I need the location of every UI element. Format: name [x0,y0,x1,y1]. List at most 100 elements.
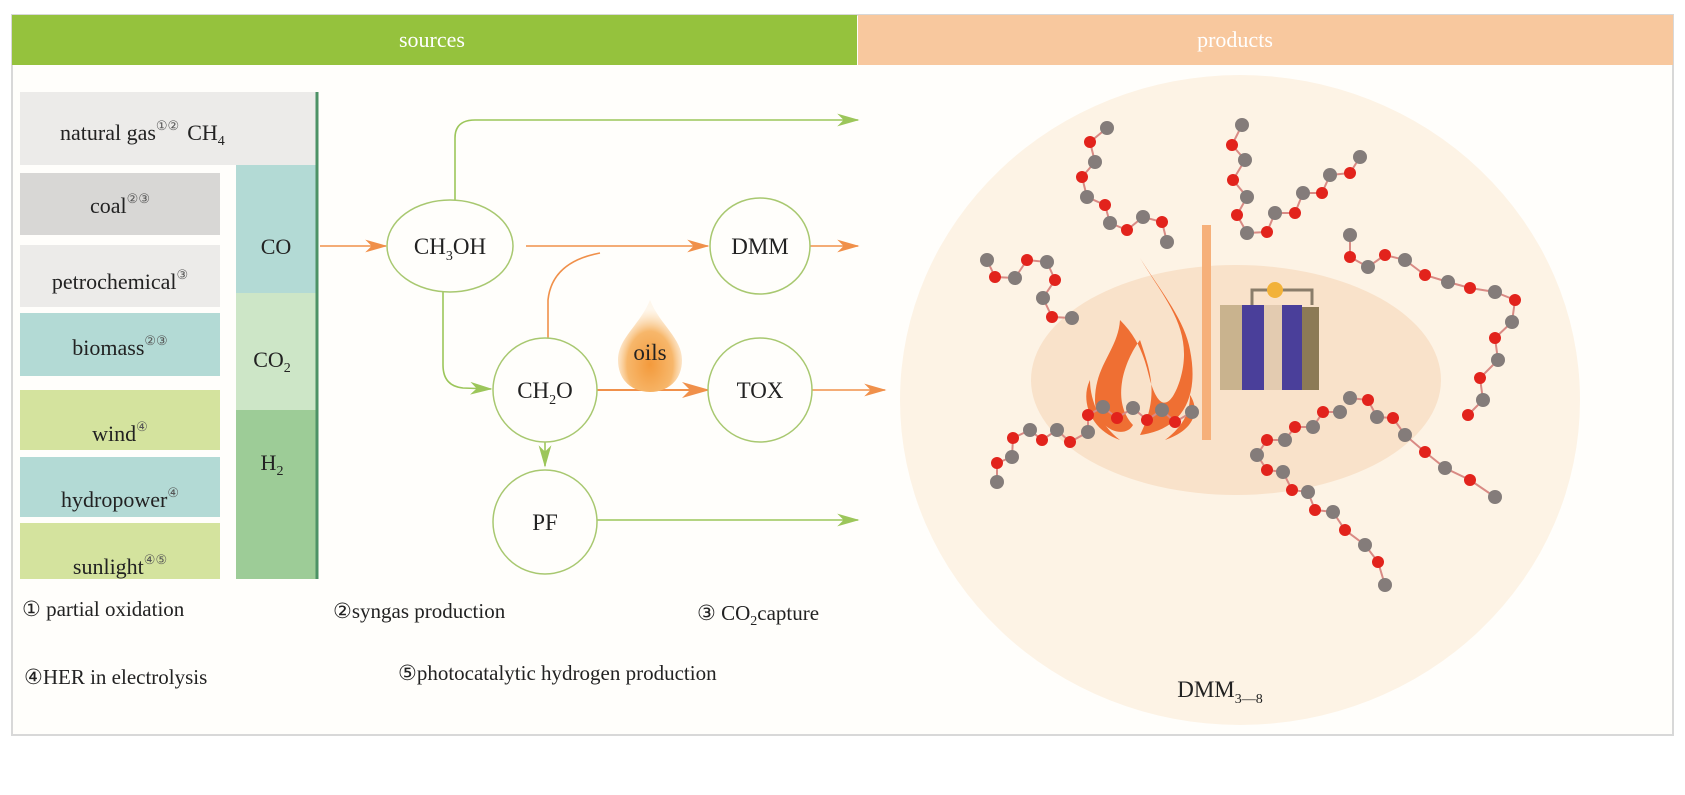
oxygen-atom [1474,372,1486,384]
oxygen-atom [1021,254,1033,266]
carbon-atom [1296,186,1310,200]
product-illustration: DMM3—8 [900,75,1580,725]
carbon-atom [1476,393,1490,407]
oxygen-atom [1121,224,1133,236]
oxygen-atom [1509,294,1521,306]
svg-text:PF: PF [532,510,558,535]
carbon-atom [1008,271,1022,285]
oxygen-atom [1111,412,1123,424]
carbon-atom [1276,465,1290,479]
oxygen-atom [1462,409,1474,421]
carbon-atom [1050,423,1064,437]
carbon-atom [980,253,994,267]
carbon-atom [1185,405,1199,419]
oxygen-atom [1049,274,1061,286]
gas-box-h2 [236,410,316,579]
carbon-atom [990,475,1004,489]
source-petrochemical: petrochemical③ [52,267,188,294]
dmm-molecules [980,118,1521,592]
carbon-atom [1488,285,1502,299]
oxygen-atom [1344,251,1356,263]
carbon-atom [1333,405,1347,419]
carbon-atom [1126,401,1140,415]
oxygen-atom [1289,207,1301,219]
source-wind: wind④ [92,419,148,446]
carbon-atom [1136,210,1150,224]
carbon-atom [1155,403,1169,417]
carbon-atom [1505,315,1519,329]
carbon-atom [1268,206,1282,220]
source-box-petrochemical [20,245,220,307]
legend-co2-capture: ③ CO2capture [697,601,819,629]
oxygen-atom [1344,167,1356,179]
oxygen-atom [1489,332,1501,344]
svg-text:oils: oils [633,340,666,365]
svg-text:TOX: TOX [737,378,784,403]
fuel-cell-battery-icon [1220,282,1319,390]
legend: ① partial oxidation ②syngas production ③… [22,597,819,689]
oxygen-atom [1076,171,1088,183]
oxygen-atom [1141,414,1153,426]
carbon-atom [1301,485,1315,499]
oxygen-atom [1156,216,1168,228]
carbon-atom [1096,400,1110,414]
oxygen-atom [1046,311,1058,323]
lightbulb-icon [1267,282,1283,298]
oxygen-atom [1464,474,1476,486]
tox-node: TOX [707,337,813,443]
svg-text:CH3OH: CH3OH [414,234,486,264]
svg-text:DMM: DMM [731,234,789,259]
source-box-coal [20,173,220,235]
oxygen-atom [1387,412,1399,424]
gas-co: CO [261,234,292,259]
oxygen-atom [1309,504,1321,516]
legend-partial-oxidation: ① partial oxidation [22,597,185,621]
carbon-atom [1040,255,1054,269]
legend-photocatalytic-hydrogen: ⑤photocatalytic hydrogen production [398,661,717,685]
carbon-atom [1088,155,1102,169]
source-box-wind [20,390,220,450]
source-box-biomass [20,313,220,376]
oxygen-atom [1316,187,1328,199]
molecule-bond [1349,235,1517,416]
oxygen-atom [1226,139,1238,151]
carbon-atom [1343,391,1357,405]
source-coal: coal②③ [90,191,150,218]
source-box-sunlight [20,523,220,579]
oils-drop-icon: oils [618,300,682,392]
carbon-atom [1160,235,1174,249]
oxygen-atom [1379,249,1391,261]
svg-text:CH2O: CH2O [517,378,573,408]
source-sunlight: sunlight④⑤ [73,552,167,579]
oxygen-atom [1231,209,1243,221]
carbon-atom [1378,578,1392,592]
ellipse-divider [1202,225,1211,440]
source-box-hydropower [20,457,220,517]
arrow-ch3oh-to-ch2o [442,290,493,395]
oxygen-atom [1317,406,1329,418]
carbon-atom [1103,216,1117,230]
oxygen-atom [1064,436,1076,448]
product-label: DMM3—8 [1177,677,1263,707]
arrow-ch2o-to-dmm [547,252,601,338]
products-header [858,15,1673,65]
carbon-atom [1278,433,1292,447]
legend-syngas-production: ②syngas production [333,599,506,623]
oxygen-atom [1339,524,1351,536]
oxygen-atom [989,271,1001,283]
gas-box-co [236,165,316,293]
carbon-atom [1358,538,1372,552]
arrow-ch3oh-to-products [454,113,860,200]
source-box-natural-gas [20,92,318,165]
source-hydropower: hydropower④ [61,485,179,512]
carbon-atom [1080,190,1094,204]
source-biomass: biomass②③ [72,333,167,360]
carbon-atom [1240,190,1254,204]
oxygen-atom [1084,136,1096,148]
oxygen-atom [1372,556,1384,568]
carbon-atom [1235,118,1249,132]
oxygen-atom [1362,394,1374,406]
oxygen-atom [1286,484,1298,496]
